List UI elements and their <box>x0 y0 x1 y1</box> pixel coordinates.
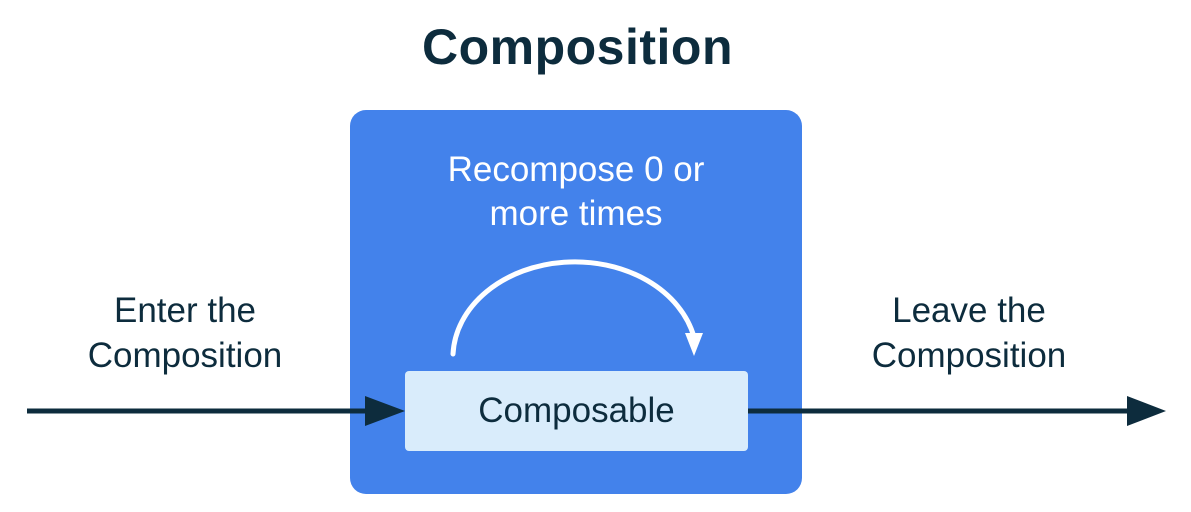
recompose-loop-arrowhead <box>685 333 703 356</box>
recompose-label: Recompose 0 or more times <box>447 150 705 233</box>
leave-arrow-head <box>1127 396 1166 426</box>
leave-composition-label: Leave the Composition <box>871 291 1067 375</box>
diagram-title: Composition <box>421 19 734 75</box>
enter-composition-label: Enter the Composition <box>87 291 283 375</box>
composable-box: Composable <box>405 371 748 451</box>
enter-arrow-head <box>365 396 405 426</box>
recompose-loop-arrow <box>450 259 697 357</box>
composable-label: Composable <box>478 391 675 430</box>
